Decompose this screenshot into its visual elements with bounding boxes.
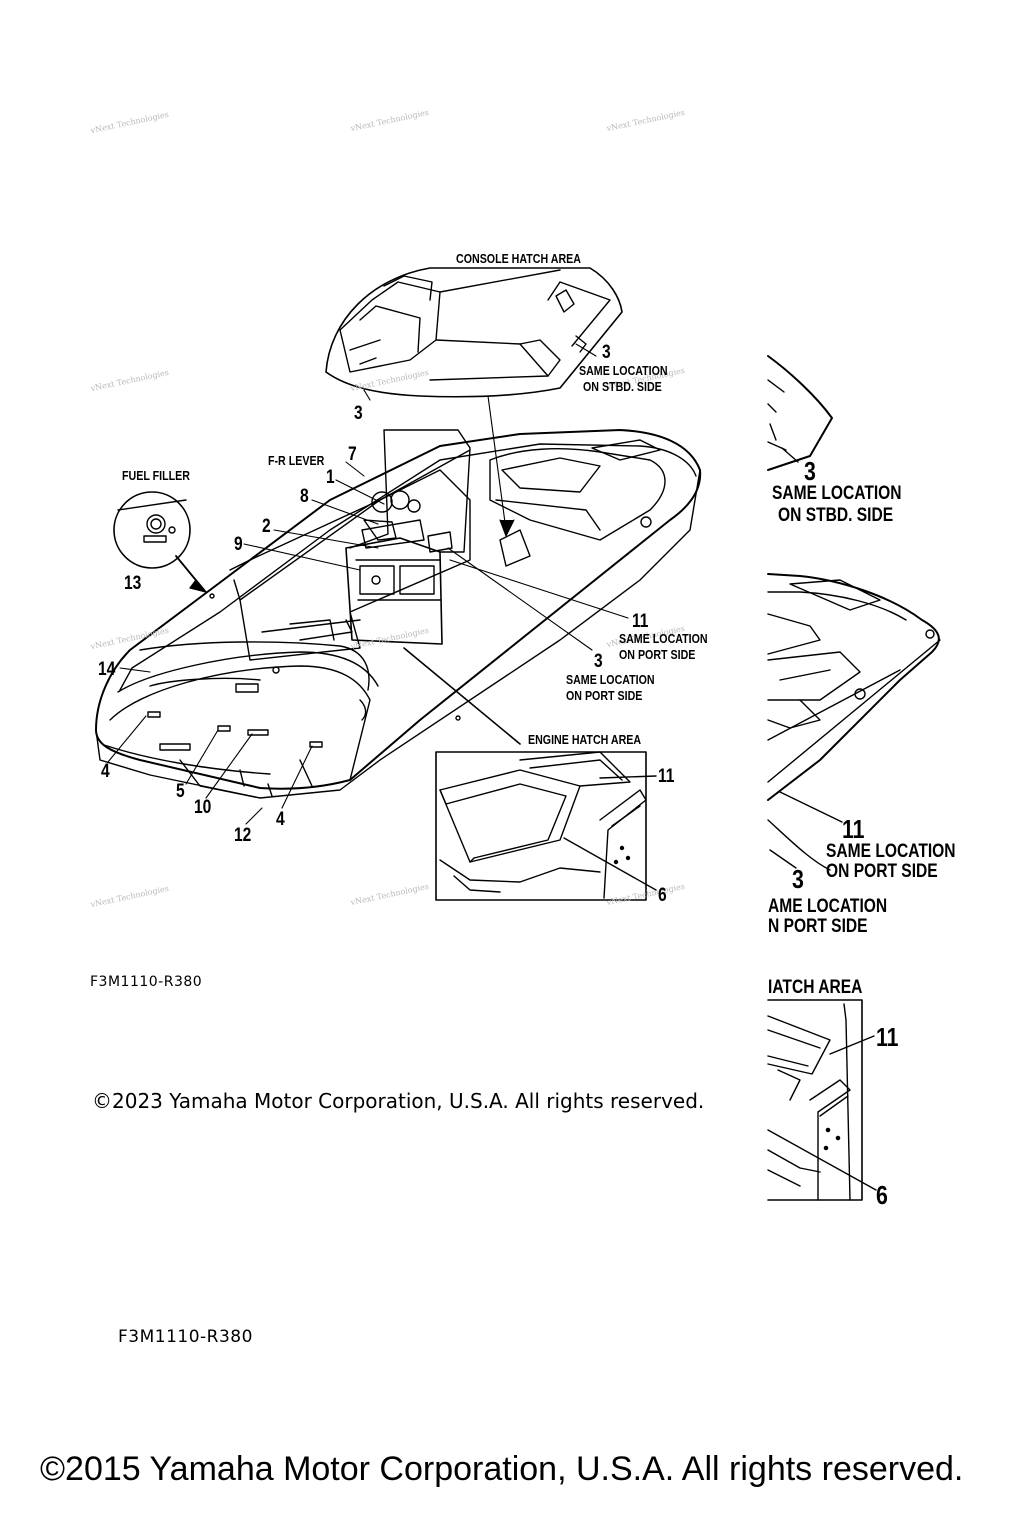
same-location-port-note: SAME LOCATION: [619, 631, 708, 646]
figure-code: F3M1110-R380: [118, 1327, 253, 1347]
callout-14: 14: [98, 659, 116, 680]
zoom-same-location-port-cut: AME LOCATION: [768, 896, 888, 917]
engine-hatch-detail-box: [435, 751, 657, 901]
copyright-2015: ©2015 Yamaha Motor Corporation, U.S.A. A…: [40, 1450, 964, 1488]
zoom-callout-6: 6: [876, 1180, 888, 1210]
zoom-on-stbd-side: ON STBD. SIDE: [778, 505, 894, 526]
boat-hull: [95, 429, 702, 799]
callout-4: 4: [276, 809, 285, 830]
fuel-filler-detail-bubble: [113, 491, 207, 593]
fuel-filler-label: FUEL FILLER: [122, 468, 190, 483]
callout-7: 7: [348, 444, 357, 465]
engine-hatch-area-label: ENGINE HATCH AREA: [528, 732, 642, 747]
same-location-stbd-note: SAME LOCATION: [579, 363, 668, 378]
callout-3: 3: [602, 342, 611, 363]
on-port-side-note: ON PORT SIDE: [566, 688, 643, 703]
zoom-callout-11: 11: [876, 1022, 899, 1052]
copyright-2023: ©2023 Yamaha Motor Corporation, U.S.A. A…: [92, 1089, 705, 1113]
callout-9: 9: [234, 534, 243, 555]
callout-3: 3: [354, 403, 363, 424]
callout-11: 11: [658, 766, 675, 787]
callout-8: 8: [300, 486, 309, 507]
on-stbd-side-note: ON STBD. SIDE: [583, 379, 662, 394]
fr-lever-label: F-R LEVER: [268, 453, 325, 468]
callout-6: 6: [658, 885, 667, 906]
console-hatch-area-label: CONSOLE HATCH AREA: [456, 251, 581, 266]
leader-lines: [107, 343, 629, 825]
console-hatch-detail-bubble: [325, 267, 623, 398]
callout-12: 12: [234, 825, 252, 846]
zoom-same-location-port: SAME LOCATION: [826, 841, 956, 862]
zoom-port-hull-detail: [767, 573, 941, 871]
on-port-side-note: ON PORT SIDE: [619, 647, 696, 662]
zoom-callout-11: 11: [842, 814, 865, 844]
figure-code: F3M1110-R380: [90, 974, 203, 990]
callout-4: 4: [101, 761, 110, 782]
same-location-port-note: SAME LOCATION: [566, 672, 655, 687]
zoom-callout-3: 3: [804, 456, 816, 486]
zoom-engine-hatch-detail: [767, 999, 877, 1201]
zoom-stbd-detail: [767, 355, 833, 471]
zoom-callout-3: 3: [792, 864, 804, 894]
callout-11: 11: [632, 611, 649, 632]
zoom-on-port-side: ON PORT SIDE: [826, 861, 938, 882]
callout-2: 2: [262, 516, 271, 537]
zoom-on-port-side-cut: N PORT SIDE: [768, 916, 868, 937]
callout-10: 10: [194, 797, 212, 818]
zoom-same-location-stbd: SAME LOCATION: [772, 483, 902, 504]
callout-5: 5: [176, 781, 185, 802]
callout-13: 13: [124, 573, 142, 594]
callout-3: 3: [594, 651, 603, 672]
callout-1: 1: [326, 467, 335, 488]
zoom-hatch-area-cut: IATCH AREA: [768, 977, 863, 998]
